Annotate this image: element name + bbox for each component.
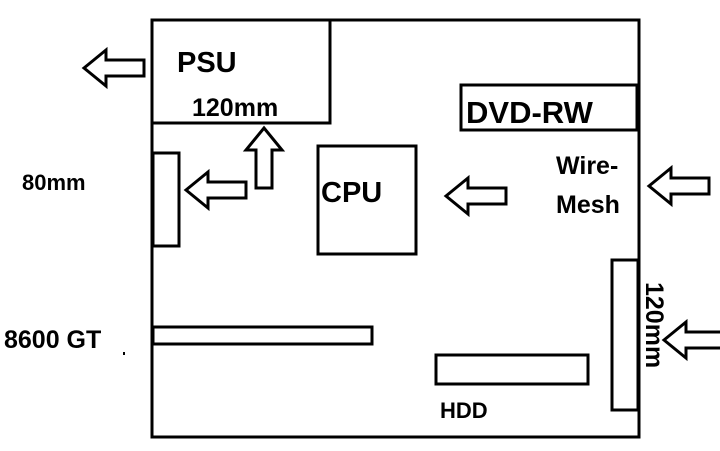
stray-mark (123, 352, 125, 355)
wire-mesh-intake-arrow (647, 166, 711, 206)
front-fan-label: 120mm (640, 282, 668, 368)
psu-intake-arrow (244, 126, 284, 190)
dvd-label: DVD-RW (466, 95, 594, 130)
wire-mesh-label-line1: Wire- (556, 152, 618, 180)
gpu-card (151, 325, 374, 346)
front-fan-intake-arrow (662, 320, 720, 360)
wire-mesh-label-line2: Mesh (556, 191, 620, 219)
rear-fan-label: 80mm (22, 170, 86, 195)
front-fan (610, 258, 640, 412)
gpu-label: 8600 GT (4, 326, 101, 354)
cpu-box (316, 144, 418, 256)
psu-box (150, 18, 332, 125)
hdd-label: HDD (440, 398, 488, 423)
hdd-box (434, 353, 590, 386)
psu-exhaust-arrow (82, 48, 146, 88)
case-outline (150, 18, 641, 439)
psu-label: PSU (177, 47, 237, 79)
cpu-label: CPU (321, 177, 382, 209)
dvd-drive (459, 83, 639, 132)
cpu-airflow-arrow (444, 176, 508, 216)
rear-fan-intake-arrow (184, 170, 248, 210)
psu-fan-label: 120mm (192, 94, 278, 122)
rear-fan (151, 151, 181, 248)
